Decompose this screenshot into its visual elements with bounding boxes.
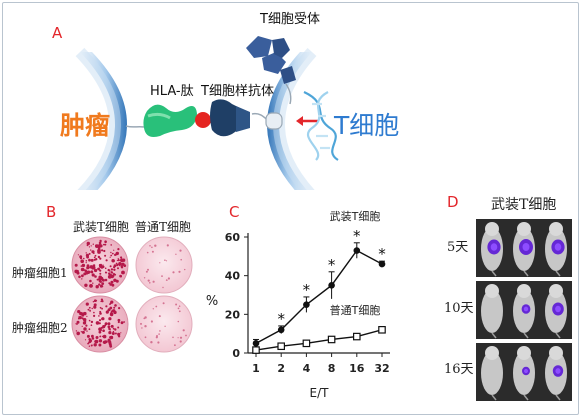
mouse-tail <box>491 332 497 339</box>
panel-d-label: D <box>447 193 459 211</box>
bioluminescence-core <box>490 243 498 251</box>
significance-star: * <box>303 281 311 299</box>
mouse-tail <box>523 394 529 401</box>
panel-a-diagram <box>75 36 339 190</box>
tumor-label: 肿瘤 <box>60 111 111 140</box>
mouse-head <box>517 346 531 360</box>
x-tick-label: 2 <box>277 362 285 375</box>
panel-d-imaging <box>476 219 572 401</box>
data-point-normal <box>252 346 260 354</box>
panel-b-label: B <box>46 203 57 221</box>
antibody-connector <box>265 112 283 130</box>
bioluminescence-core <box>523 306 529 312</box>
data-point-armed <box>303 301 310 308</box>
mouse-tail <box>523 332 529 339</box>
data-point-normal <box>378 326 386 334</box>
data-point-normal <box>353 332 361 341</box>
well-armed-tumor2 <box>71 295 129 353</box>
data-point-armed <box>328 282 335 289</box>
data-point-normal <box>302 339 311 348</box>
data-point-armed <box>353 247 361 254</box>
panel-d-row2: 10天 <box>444 301 474 316</box>
well-armed-tumor1 <box>71 236 129 294</box>
tcell-membrane <box>267 52 312 190</box>
mouse-tail <box>491 270 497 277</box>
bioluminescence-core <box>522 243 530 251</box>
x-tick-label: 8 <box>328 362 336 375</box>
y-axis-label: % <box>206 294 218 309</box>
mouse-tail <box>555 394 561 401</box>
data-point-armed <box>378 260 386 268</box>
significance-star: * <box>277 310 285 328</box>
mouse-tail <box>523 270 529 277</box>
series-line-1 <box>255 249 383 344</box>
significance-star: * <box>328 256 336 274</box>
mouse-head <box>517 222 531 236</box>
mouse-head <box>549 284 563 298</box>
mouse-tail <box>555 270 561 277</box>
mouse-tail <box>555 332 561 339</box>
tumor-membrane <box>80 52 127 190</box>
mouse-head <box>549 222 563 236</box>
panel-c-label: C <box>229 203 240 221</box>
antibody-label: T细胞样抗体 <box>201 84 274 99</box>
peptide <box>195 112 211 128</box>
x-axis-label: E/T <box>310 386 330 400</box>
hla-label: HLA-肽 <box>150 84 194 99</box>
t-cell-like-antibody <box>210 99 271 137</box>
mouse-tail <box>491 394 497 401</box>
significance-star: * <box>378 245 386 263</box>
x-tick-label: 1 <box>252 362 260 375</box>
mouse-body <box>481 289 503 333</box>
panel-d-title: 武装T细胞 <box>491 197 557 213</box>
y-tick-label: 40 <box>225 270 241 283</box>
panel-b-col1: 武装T细胞 <box>73 220 130 234</box>
t-cell-receptor <box>246 36 296 105</box>
data-point-normal <box>327 335 336 344</box>
tcell-label: T细胞 <box>334 111 400 140</box>
x-tick-label: 4 <box>303 362 311 375</box>
panel-d-row1: 5天 <box>447 240 469 255</box>
data-point-armed <box>252 340 260 347</box>
y-tick-label: 0 <box>232 347 240 360</box>
panel-b-row2: 肿瘤细胞2 <box>12 321 68 335</box>
hla-peptide-complex <box>143 104 197 137</box>
panel-b-row1: 肿瘤细胞1 <box>12 266 68 280</box>
y-tick-label: 20 <box>225 308 241 321</box>
mouse-head <box>517 284 531 298</box>
dna-helix-icon <box>303 91 339 161</box>
mouse-head <box>549 346 563 360</box>
panel-b-wells <box>71 236 193 353</box>
series-label-armed: 武装T细胞 <box>330 210 381 223</box>
y-tick-label: 60 <box>225 231 241 244</box>
bioluminescence-core <box>555 368 561 374</box>
tcr-label: T细胞受体 <box>260 12 320 27</box>
significance-star: * <box>353 227 361 245</box>
x-tick-label: 16 <box>349 362 365 375</box>
mouse-head <box>485 284 499 298</box>
panel-b-col2: 普通T细胞 <box>135 220 192 234</box>
series-label-normal: 普通T细胞 <box>330 303 381 317</box>
mouse-body <box>481 351 503 395</box>
figure-frame <box>2 2 579 415</box>
panel-a-label: A <box>52 24 63 42</box>
series-line-2 <box>255 329 383 351</box>
data-point-normal <box>277 342 286 351</box>
bioluminescence-core <box>555 305 561 313</box>
bioluminescence-core <box>554 243 562 251</box>
well-normal-tumor1 <box>135 236 193 294</box>
bioluminescence-core <box>524 368 528 374</box>
mouse-head <box>485 346 499 360</box>
hla-tether <box>125 125 145 128</box>
panel-d-row3: 16天 <box>444 362 474 377</box>
x-tick-label: 32 <box>374 362 389 375</box>
well-normal-tumor2 <box>135 295 193 353</box>
mouse-head <box>485 222 499 236</box>
data-point-armed <box>277 326 285 334</box>
